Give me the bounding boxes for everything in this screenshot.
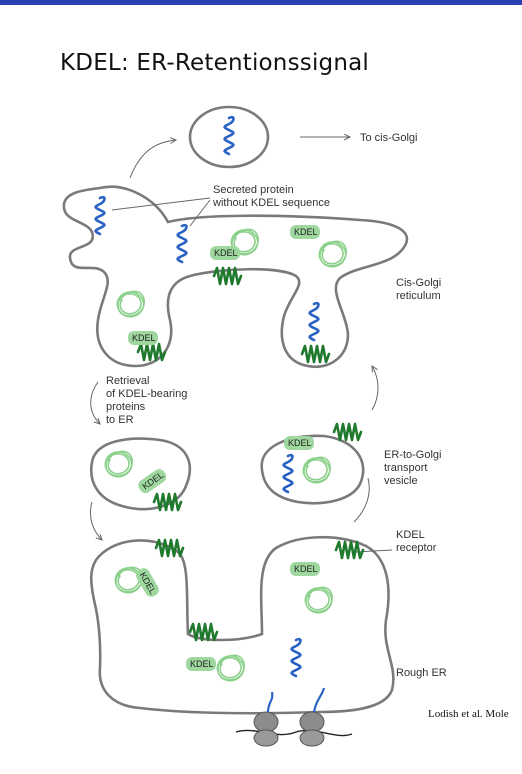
label-kdel-receptor-line2: receptor <box>396 542 437 554</box>
label-retrieval-line3: proteins <box>106 401 146 413</box>
arrow-bud-to-vesicle <box>129 140 176 179</box>
label-to-cis-golgi: To cis-Golgi <box>360 132 417 144</box>
label-retrieval-line2: of KDEL-bearing <box>106 388 187 400</box>
pointer-secreted-1 <box>111 197 211 211</box>
label-er-to-golgi-line1: ER-to-Golgi <box>384 449 441 461</box>
source-credit: Lodish et al. Mole <box>428 708 509 720</box>
label-cis-golgi-line2: reticulum <box>396 290 441 302</box>
kdel-tag: KDEL <box>290 562 320 576</box>
arrow-er-to-vesicle <box>353 477 370 523</box>
kdel-tag: KDEL <box>290 225 320 239</box>
ribosomes <box>235 687 353 747</box>
arrow-vesicle-to-golgi <box>372 366 379 411</box>
label-er-to-golgi-line2: transport <box>384 462 427 474</box>
kdel-tag-text: KDEL <box>132 333 156 343</box>
slide-title: KDEL: ER-Retentionssignal <box>60 50 369 76</box>
kdel-tag-text: KDEL <box>294 227 318 237</box>
kdel-tag: KDEL <box>284 436 314 450</box>
kdel-tag: KDEL <box>128 331 158 345</box>
rough-er-membrane <box>89 535 395 715</box>
label-cis-golgi-line1: Cis-Golgi <box>396 277 441 289</box>
label-secreted-protein-line1: Secreted protein <box>213 184 294 196</box>
label-secreted-protein-line2: without KDEL sequence <box>212 197 330 209</box>
kdel-tag-text: KDEL <box>294 564 318 574</box>
label-retrieval-line4: to ER <box>106 414 134 426</box>
label-kdel-receptor-line1: KDEL <box>396 529 425 541</box>
cis-golgi-membrane <box>62 185 409 369</box>
kdel-tag-text: KDEL <box>190 659 214 669</box>
label-retrieval-line1: Retrieval <box>106 375 149 387</box>
label-rough-er: Rough ER <box>396 667 447 679</box>
arrow-vesicle-to-er <box>89 501 102 540</box>
top-accent-bar <box>0 0 522 5</box>
kdel-tag: KDEL <box>210 246 240 260</box>
kdel-tag-text: KDEL <box>214 248 238 258</box>
label-er-to-golgi-line3: vesicle <box>384 475 418 487</box>
pointer-secreted-2 <box>189 199 211 227</box>
flow-arrows <box>89 137 393 553</box>
ribosome <box>299 687 326 747</box>
kdel-tag-text: KDEL <box>288 438 312 448</box>
kdel-receptor-zigzag <box>332 422 363 442</box>
labels: To cis-Golgi Secreted protein without KD… <box>106 132 447 679</box>
retrieval-vesicle <box>89 437 192 511</box>
ribosome <box>253 691 279 747</box>
arrow-retrieval-down <box>90 381 100 424</box>
mrna-strand <box>235 729 353 737</box>
kdel-tag: KDEL <box>186 657 216 671</box>
